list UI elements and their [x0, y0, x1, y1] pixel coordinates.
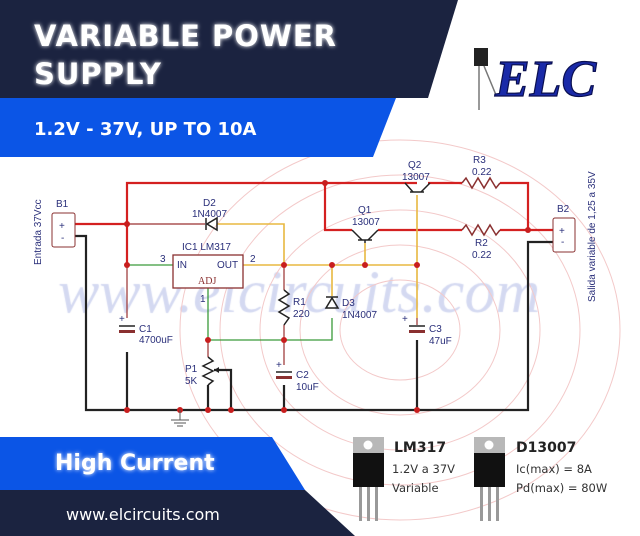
- schematic-label: 4700uF: [139, 335, 173, 346]
- schematic-label: +: [59, 221, 65, 232]
- schematic-label: C2: [296, 370, 309, 381]
- schematic-label: 1N4007: [192, 209, 227, 220]
- part-spec: 1.2V a 37V: [392, 462, 455, 476]
- schematic-label: Q2: [408, 160, 422, 171]
- schematic-label: R3: [473, 155, 486, 166]
- potentiometer-p1: P1 5K: [185, 356, 219, 387]
- schematic-label: 10uF: [296, 382, 319, 393]
- schematic-label: 3: [160, 254, 166, 265]
- footer-blue-band: [0, 437, 305, 490]
- schematic-label: B1: [56, 199, 69, 210]
- diode-d3: D3 1N4007: [324, 296, 377, 321]
- website-link[interactable]: www.elcircuits.com: [66, 505, 220, 524]
- schematic-label: -: [61, 233, 64, 244]
- schematic-label: 13007: [352, 217, 380, 228]
- title-line-2: SUPPLY: [34, 57, 162, 91]
- schematic-label: 5K: [185, 376, 198, 387]
- schematic-label: 1N4007: [342, 310, 377, 321]
- schematic-label: +: [119, 314, 125, 325]
- schematic-label: ELC: [494, 51, 597, 108]
- high-current-badge: High Current: [55, 451, 215, 476]
- input-label: Entrada 37Vcc: [33, 199, 44, 265]
- transistor-q2: [404, 182, 431, 193]
- schematic-label: D3: [342, 298, 355, 309]
- schematic-label: IC1 LM317: [182, 242, 231, 253]
- to220-lm317-icon: [353, 437, 384, 521]
- schematic-label: D2: [203, 198, 216, 209]
- part-spec: Ic(max) = 8A: [516, 462, 592, 476]
- schematic-label: R2: [475, 238, 488, 249]
- capacitor-c2: + C2 10uF: [276, 360, 319, 393]
- connector-b1: B1 + - Entrada 37Vcc: [33, 199, 76, 265]
- output-label: Salida variable de 1,25 a 35V: [587, 171, 598, 302]
- subtitle: 1.2V - 37V, UP TO 10A: [34, 119, 257, 140]
- part-spec: Variable: [392, 481, 439, 495]
- schematic-label: C1: [139, 324, 152, 335]
- schematic-label: +: [276, 360, 282, 371]
- regulator-ic1: IC1 LM317 IN OUT ADJ 3 2 1: [160, 242, 256, 305]
- schematic-label: 1: [200, 294, 206, 305]
- diode-d2: D2 1N4007: [192, 198, 227, 232]
- part-name-lm317: LM317: [394, 440, 446, 456]
- schematic-wires: [75, 181, 553, 412]
- schematic-label: 0.22: [472, 167, 492, 178]
- title-line-1: VARIABLE POWER: [34, 19, 337, 53]
- part-spec: Pd(max) = 80W: [516, 481, 607, 495]
- capacitor-c3: + C3 47uF: [402, 314, 452, 347]
- schematic-label: 0.22: [472, 250, 492, 261]
- part-name-d13007: D13007: [516, 440, 576, 456]
- schematic-label: C3: [429, 324, 442, 335]
- to220-d13007-icon: [474, 437, 505, 521]
- schematic-label: +: [402, 314, 408, 325]
- schematic-label: 2: [250, 254, 256, 265]
- schematic-label: +: [559, 226, 565, 237]
- ground-icon: [171, 410, 189, 427]
- resistor-r1: R1 220: [277, 289, 310, 326]
- elc-logo: ELC: [474, 48, 598, 110]
- footer-dark-band: [0, 490, 355, 536]
- schematic-label: 47uF: [429, 336, 452, 347]
- schematic-label: P1: [185, 364, 198, 375]
- header-dark-band: [0, 0, 458, 98]
- schematic-label: 13007: [402, 172, 430, 183]
- schematic-label: -: [561, 237, 564, 248]
- schematic-label: R1: [293, 297, 306, 308]
- schematic-label: B2: [557, 204, 570, 215]
- capacitor-c1: + C1 4700uF: [119, 314, 173, 346]
- resistor-r3: R3 0.22: [461, 155, 501, 190]
- background-contours: [179, 139, 621, 521]
- transistor-q1: [351, 229, 379, 243]
- schematic-label: 220: [293, 309, 310, 320]
- header-blue-band: [0, 98, 396, 157]
- schematic-label: OUT: [217, 260, 238, 271]
- schematic-label: ADJ: [198, 276, 216, 287]
- connector-b2: B2 + - Salida variable de 1,25 a 35V: [552, 171, 598, 302]
- resistor-r2: R2 0.22: [461, 223, 501, 261]
- schematic-label: Q1: [358, 205, 372, 216]
- junction-dots: [124, 180, 531, 413]
- schematic-label: IN: [177, 260, 187, 271]
